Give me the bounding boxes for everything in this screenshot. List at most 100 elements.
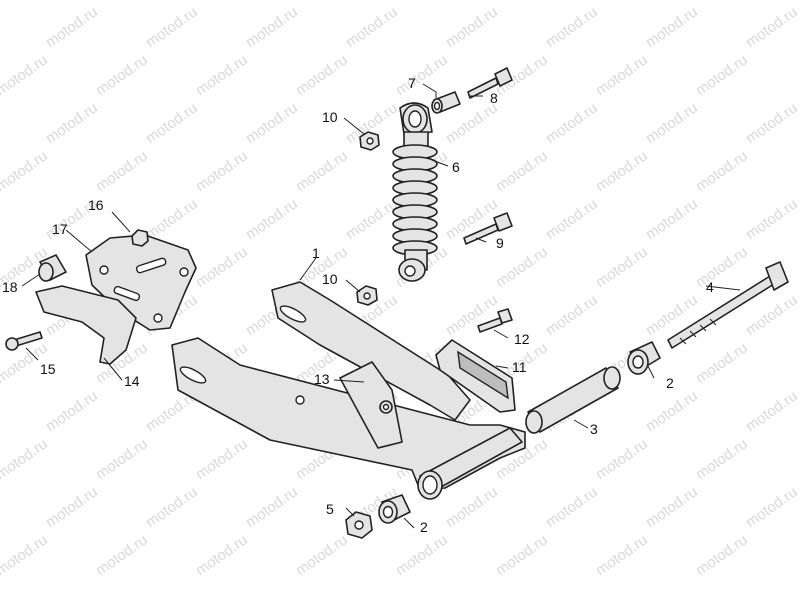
spring-coils [392,144,438,256]
watermark-text: motod.ru [593,243,651,291]
watermark-text: motod.ru [343,195,401,243]
watermark-text: motod.ru [643,99,701,147]
watermark-text: motod.ru [0,51,51,99]
screw-15 [5,331,43,351]
watermark-text: motod.ru [0,195,1,243]
watermark-text: motod.ru [93,147,151,195]
axle-bolt-4 [667,261,789,349]
watermark-text: motod.ru [293,531,351,579]
watermark-text: motod.ru [743,3,800,51]
watermark-text: motod.ru [0,435,51,483]
shock-absorber [392,102,438,282]
nut-5 [345,511,373,539]
bushing-2-right [627,341,661,375]
callout-17: 17 [52,221,68,237]
watermark-text: motod.ru [593,531,651,579]
watermark-text: motod.ru [93,435,151,483]
swingarm [171,281,526,500]
nut-10-upper [359,131,380,151]
watermark-text: motod.ru [643,387,701,435]
watermark-text: motod.ru [193,51,251,99]
callout-4: 4 [706,279,714,295]
callout-10-upper: 10 [322,109,338,125]
callout-8: 8 [490,90,498,106]
watermark-text: motod.ru [543,483,601,531]
watermark-text: motod.ru [43,99,101,147]
watermark-text: motod.ru [293,147,351,195]
watermark-text: motod.ru [743,195,800,243]
watermark-text: motod.ru [643,3,701,51]
callout-1: 1 [312,245,320,261]
watermark-text: motod.ru [443,291,501,339]
watermark-text: motod.ru [743,387,800,435]
callout-9: 9 [496,235,504,251]
watermark-text: motod.ru [143,483,201,531]
callout-labels: 1 2 2 3 4 5 6 7 8 9 10 10 11 12 13 14 15… [2,75,714,535]
watermark-text: motod.ru [593,51,651,99]
watermark-text: motod.ru [493,531,551,579]
watermark-text: motod.ru [243,483,301,531]
watermark-text: motod.ru [443,3,501,51]
watermark-text: motod.ru [93,0,151,3]
screw-12 [477,308,513,333]
watermark-text: motod.ru [693,531,751,579]
bolt-9 [463,212,513,245]
callout-2-right: 2 [666,375,674,391]
callout-6: 6 [452,159,460,175]
bushing-7 [431,91,461,114]
watermark-text: motod.ru [0,483,1,531]
watermark-text: motod.ru [293,0,351,3]
callout-2-lower: 2 [420,519,428,535]
watermark-text: motod.ru [443,483,501,531]
watermark-text: motod.ru [593,147,651,195]
watermark-text: motod.ru [393,0,451,3]
watermark-text: motod.ru [0,3,1,51]
watermark-text: motod.ru [393,51,451,99]
watermark-text: motod.ru [693,147,751,195]
watermark-text: motod.ru [693,435,751,483]
watermark-text: motod.ru [43,387,101,435]
watermark-text: motod.ru [0,0,51,3]
watermark-text: motod.ru [243,99,301,147]
watermark-text: motod.ru [143,3,201,51]
bolt-13 [379,400,393,414]
watermark-text: motod.ru [543,3,601,51]
watermark-text: motod.ru [593,0,651,3]
watermark-text: motod.ru [543,291,601,339]
watermark-text: motod.ru [93,51,151,99]
watermark-text: motod.ru [0,531,51,579]
watermark-text: motod.ru [0,147,51,195]
callout-7: 7 [408,75,416,91]
guard-14 [35,285,137,365]
callout-5: 5 [326,501,334,517]
watermark-text: motod.ru [143,195,201,243]
watermark-text: motod.ru [743,483,800,531]
watermark-text: motod.ru [193,435,251,483]
watermark-text: motod.ru [693,51,751,99]
watermark-text: motod.ru [543,99,601,147]
callout-16: 16 [88,197,104,213]
callout-11: 11 [512,359,527,375]
bushing-18 [38,254,67,282]
watermark-text: motod.ru [693,339,751,387]
bushing-2-lower [378,494,411,524]
callout-3: 3 [590,421,598,437]
callout-10-lower: 10 [322,271,338,287]
watermark-text: motod.ru [743,99,800,147]
watermark-text: motod.ru [193,531,251,579]
watermark-text: motod.ru [643,483,701,531]
watermark-text: motod.ru [193,243,251,291]
callout-14: 14 [124,373,140,389]
watermark-text: motod.ru [493,0,551,3]
watermark-text: motod.ru [0,291,1,339]
callout-13: 13 [314,371,330,387]
watermark-text: motod.ru [293,51,351,99]
watermark-text: motod.ru [693,0,751,3]
chain-slider-11 [435,339,516,413]
watermark-text: motod.ru [693,243,751,291]
watermark-text: motod.ru [0,387,1,435]
watermark-text: motod.ru [193,0,251,3]
watermark-text: motod.ru [643,195,701,243]
spacer-tube-3 [525,366,621,434]
